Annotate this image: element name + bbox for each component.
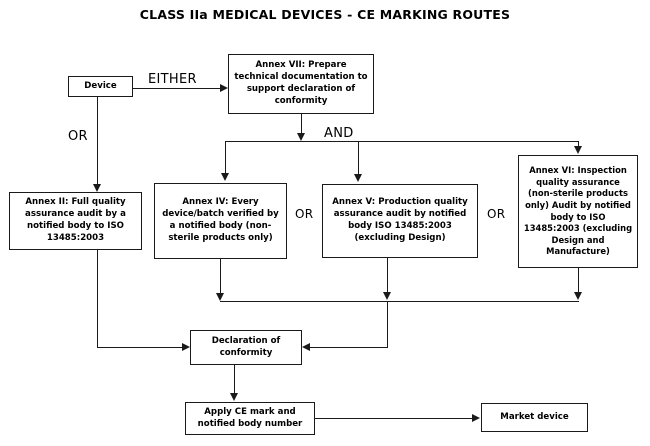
edge-annexiv-down-line bbox=[220, 259, 221, 293]
node-annex-vii[interactable]: Annex VII: Prepare technical documentati… bbox=[228, 54, 374, 114]
edge-annexii-to-declaration-arrow bbox=[182, 342, 190, 351]
edge-label-and: AND bbox=[324, 126, 354, 141]
node-annex-vi[interactable]: Annex VI: Inspection quality assurance (… bbox=[518, 155, 638, 268]
edge-device-to-annexii-line bbox=[97, 97, 98, 184]
edge-merge-to-declaration-arrow bbox=[302, 342, 310, 351]
edge-and-to-annexv-arrow bbox=[353, 174, 362, 182]
edge-annexvii-down-arrow bbox=[296, 133, 305, 141]
edge-annexvii-down-line bbox=[301, 114, 302, 135]
page-title: CLASS IIa MEDICAL DEVICES - CE MARKING R… bbox=[139, 7, 511, 22]
edge-applyce-to-market-arrow bbox=[472, 413, 480, 422]
edge-and-to-annexvi-line bbox=[578, 141, 579, 147]
edge-and-to-annexvi-arrow bbox=[573, 146, 582, 154]
merge-bar-annex-routes bbox=[220, 301, 579, 302]
edge-annexii-down-line bbox=[97, 250, 98, 348]
edge-and-to-annexiv-arrow bbox=[220, 173, 229, 181]
node-apply-ce-mark[interactable]: Apply CE mark and notified body number bbox=[185, 402, 315, 435]
edge-label-either: EITHER bbox=[148, 72, 197, 87]
edge-label-or-device: OR bbox=[68, 129, 88, 144]
edge-declaration-to-applyce-line bbox=[234, 365, 235, 393]
edge-annexv-down-line bbox=[387, 258, 388, 293]
edge-applyce-to-market-line bbox=[315, 418, 473, 419]
edge-and-to-annexiv-line bbox=[225, 141, 226, 174]
node-market-device[interactable]: Market device bbox=[481, 403, 588, 432]
edge-merge-to-declaration-line bbox=[310, 347, 388, 348]
edge-label-or-iv-v: OR bbox=[295, 207, 314, 221]
edge-annexiv-down-arrow bbox=[215, 293, 224, 301]
edge-annexii-to-declaration-line bbox=[97, 347, 183, 348]
edge-merge-drop-line bbox=[387, 301, 388, 347]
node-declaration-of-conformity[interactable]: Declaration of conformity bbox=[190, 330, 302, 365]
and-distribution-bar bbox=[225, 141, 579, 142]
edge-device-to-annexvii-arrow bbox=[220, 83, 228, 92]
edge-device-to-annexvii-line bbox=[133, 88, 225, 89]
edge-annexvi-down-line bbox=[578, 268, 579, 293]
edge-device-to-annexii-arrow bbox=[92, 184, 101, 192]
node-annex-v[interactable]: Annex V: Production quality assurance au… bbox=[322, 184, 478, 258]
edge-declaration-to-applyce-arrow bbox=[229, 393, 238, 401]
edge-annexvi-down-arrow bbox=[573, 292, 582, 300]
edge-and-to-annexv-line bbox=[358, 141, 359, 175]
node-device[interactable]: Device bbox=[68, 76, 133, 97]
edge-annexv-down-arrow bbox=[382, 292, 391, 300]
edge-label-or-v-vi: OR bbox=[487, 207, 506, 221]
node-annex-iv[interactable]: Annex IV: Every device/batch verified by… bbox=[154, 183, 287, 259]
node-annex-ii[interactable]: Annex II: Full quality assurance audit b… bbox=[9, 192, 142, 250]
